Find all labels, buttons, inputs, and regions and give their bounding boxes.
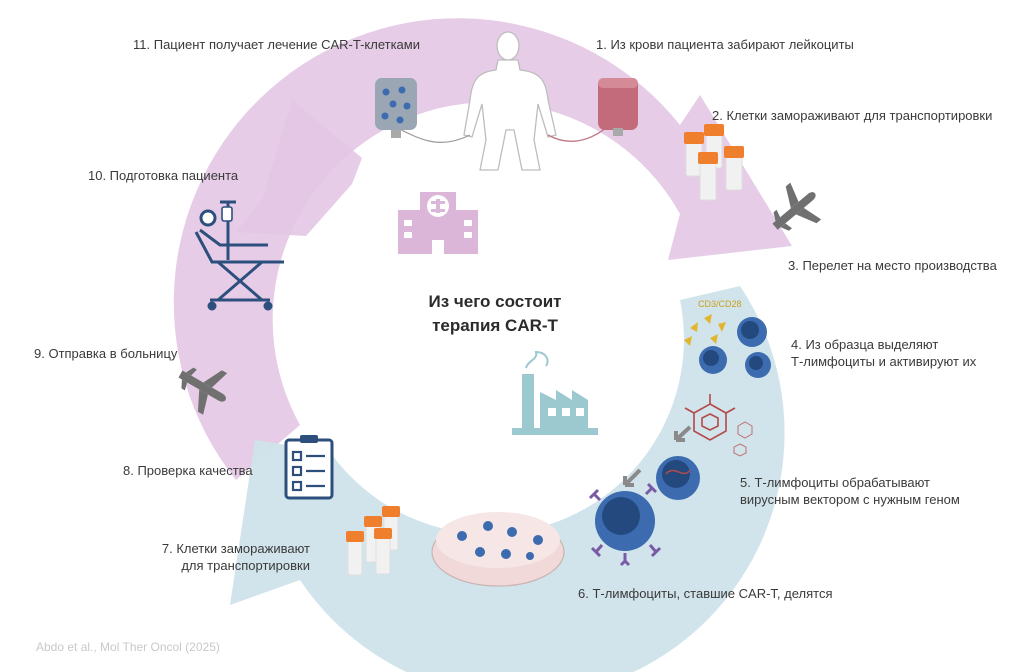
step-5-label: 5. Т-лимфоциты обрабатывают вирусным век…	[740, 474, 960, 508]
step-9-label: 9. Отправка в больницу	[34, 346, 178, 361]
step-7-label-line-1: 7. Клетки замораживают	[161, 541, 310, 556]
petri-dish-icon	[431, 512, 565, 587]
step-4-label-line-2: Т-лимфоциты и активируют их	[791, 354, 977, 369]
step-7-label: 7. Клетки замораживают для транспортиров…	[160, 540, 310, 574]
step-7-label-line-2: для транспортировки	[181, 558, 310, 573]
frozen-tubes-icon	[346, 506, 400, 576]
body-icon	[463, 31, 557, 171]
step-6-label: 6. Т-лимфоциты, ставшие CAR-T, делятся	[578, 586, 833, 601]
pink-arrow-head-left	[236, 100, 362, 236]
center-title-line-2: терапия CAR-T	[432, 316, 558, 335]
step-3-label: 3. Перелет на место производства	[788, 258, 997, 273]
airplane-icon	[772, 182, 822, 231]
factory-icon	[512, 350, 598, 435]
marker-label: CD3/CD28	[698, 299, 742, 309]
process-arrow	[674, 425, 692, 442]
step-11-label: 11. Пациент получает лечение CAR-T-клетк…	[133, 37, 420, 52]
iv-bag-icon	[375, 78, 417, 138]
frozen-tubes-icon	[684, 124, 744, 201]
center-title: Из чего состоит терапия CAR-T	[395, 290, 595, 338]
transduced-cell-icon	[656, 456, 700, 500]
step-5-label-line-2: вирусным вектором с нужным геном	[740, 492, 960, 507]
step-8-label: 8. Проверка качества	[123, 463, 253, 478]
blood-bag-icon	[598, 78, 638, 136]
step-4-label-line-1: 4. Из образца выделяют	[791, 337, 939, 352]
hospital-icon	[398, 192, 478, 254]
blue-cycle-arc	[230, 286, 785, 672]
hospital-bed-icon	[194, 200, 284, 311]
step-5-label-line-1: 5. Т-лимфоциты обрабатывают	[740, 475, 930, 490]
airplane-icon	[178, 367, 228, 415]
citation: Abdo et al., Mol Ther Oncol (2025)	[36, 640, 220, 654]
process-arrow	[623, 468, 642, 487]
step-1-label: 1. Из крови пациента забирают лейкоциты	[596, 37, 854, 52]
checklist-icon	[284, 435, 334, 500]
step-4-label: 4. Из образца выделяют Т-лимфоциты и акт…	[791, 336, 976, 370]
car-t-cell-icon	[588, 482, 662, 567]
t-cells-icon	[699, 317, 771, 378]
viral-vector-icon	[684, 394, 753, 457]
step-10-label: 10. Подготовка пациента	[88, 168, 239, 183]
activation-beads-icon	[684, 314, 726, 346]
step-2-label: 2. Клетки замораживают для транспортиров…	[712, 108, 993, 123]
center-title-line-1: Из чего состоит	[428, 292, 562, 311]
